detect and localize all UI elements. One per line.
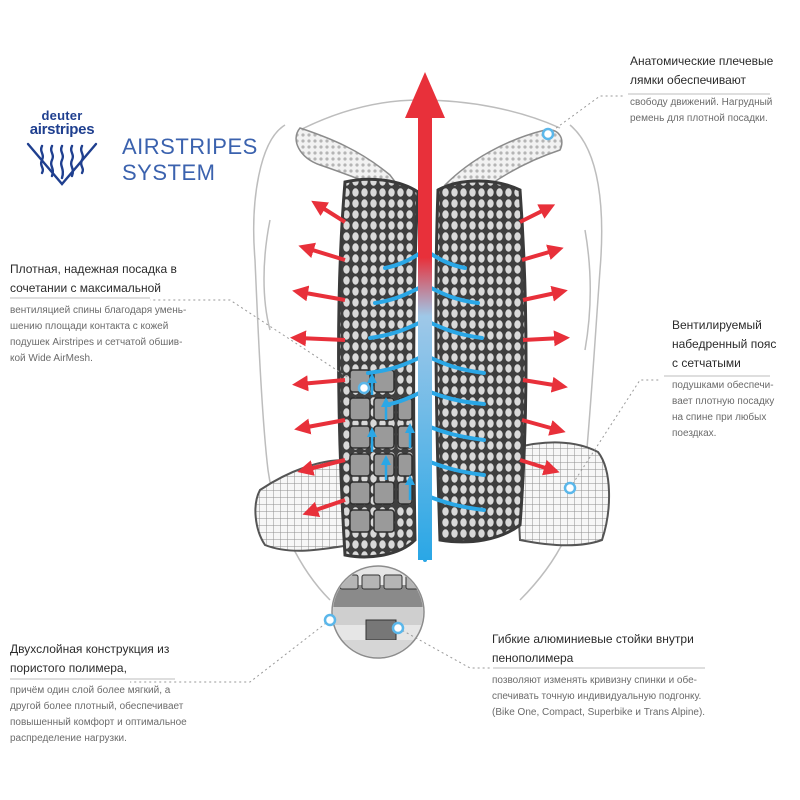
callout-rules (10, 93, 770, 680)
back-pad-left (337, 177, 420, 559)
leader-lines (130, 95, 660, 683)
airflow-updrafts-blue (367, 373, 415, 500)
callout-two-layer-body: причём один слой более мягкий, а другой … (10, 685, 187, 744)
callout-hipbelt-heading: Вентилируемый набедренный пояс с сетчаты… (672, 318, 777, 370)
logo-brand-airstripes: airstripes (29, 121, 95, 138)
callout-aluminum-stays-heading: Гибкие алюминиевые стойки внутри пенопол… (492, 632, 694, 665)
logo-brand-deuter: deuter (41, 108, 83, 123)
callout-two-layer-heading: Двухслойная конструкция из пористого пол… (10, 642, 170, 675)
callout-shoulder-straps-heading: Анатомические плечевые лямки обеспечиваю… (630, 54, 774, 87)
heat-arrows-right (519, 204, 570, 476)
detail-circle (331, 565, 425, 659)
system-title: AIRSTRIPES SYSTEM (122, 134, 258, 186)
callout-aluminum-stays: Гибкие алюминиевые стойки внутри пенопол… (492, 630, 792, 721)
deuter-airstripes-logo: deuter airstripes (22, 108, 102, 188)
airstripes-wave-logo-icon (26, 142, 98, 186)
system-title-line2: SYSTEM (122, 160, 216, 185)
callout-shoulder-straps: Анатомические плечевые лямки обеспечиваю… (630, 52, 790, 127)
callout-dot-icon (323, 127, 577, 635)
callout-hipbelt: Вентилируемый набедренный пояс с сетчаты… (672, 316, 792, 442)
callout-fit-body: вентиляцией спины благодаря умень- шению… (10, 305, 187, 364)
back-pad-right (434, 179, 528, 544)
main-airflow-arrow (405, 72, 445, 560)
hipbelt-right (513, 441, 610, 547)
callout-hipbelt-body: подушками обеспечи- вает плотную посадку… (672, 380, 775, 439)
callout-fit-heading: Плотная, надежная посадка в сочетании с … (10, 262, 177, 295)
hipbelt-left (254, 458, 352, 552)
system-title-line1: AIRSTRIPES (122, 134, 258, 159)
callout-aluminum-stays-body: позволяют изменять кривизну спинки и обе… (492, 675, 706, 718)
callout-shoulder-straps-body: свободу движений. Нагрудный ремень для п… (630, 97, 773, 124)
callout-two-layer: Двухслойная конструкция из пористого пол… (10, 640, 240, 747)
callout-fit: Плотная, надежная посадка в сочетании с … (10, 260, 240, 367)
heat-arrows-left (290, 200, 347, 517)
